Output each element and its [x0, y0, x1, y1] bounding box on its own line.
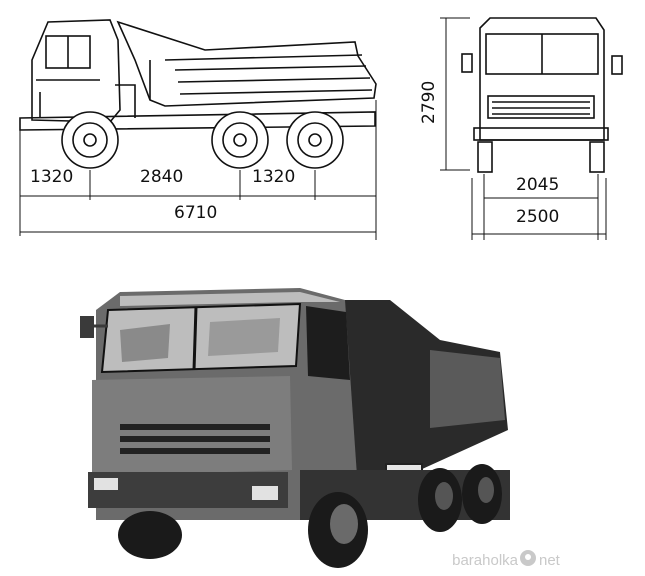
left-mirror — [461, 53, 473, 73]
watermark-text-left: baraholka — [452, 552, 519, 569]
overall-length-label: 6710 — [174, 203, 217, 223]
side-dimension-labels: 1320 2840 1320 6710 — [30, 167, 295, 223]
front-grille — [487, 95, 595, 119]
side-rear-wheel-1 — [211, 111, 269, 169]
photo-dump-body — [330, 300, 508, 470]
front-right-wheel — [589, 141, 605, 173]
side-rear-wheel-2 — [286, 111, 344, 169]
photo-rear-wheel-2 — [462, 464, 502, 524]
front-dimension-lines — [440, 17, 607, 240]
side-view-truck — [19, 19, 377, 240]
side-dimension-lines — [19, 100, 377, 240]
front-left-wheel — [477, 141, 493, 173]
photo-right-headlight — [252, 486, 278, 500]
overall-width-label: 2500 — [516, 207, 559, 227]
photo-mirror — [80, 316, 94, 338]
location-pin-icon — [520, 550, 536, 566]
photo-side-window — [306, 306, 350, 380]
wheelbase-label: 2840 — [140, 167, 183, 187]
track-width-label: 2045 — [516, 175, 559, 195]
side-dump-body — [116, 20, 377, 107]
watermark: baraholka net — [452, 550, 561, 569]
right-mirror — [611, 55, 623, 75]
photo-rear-wheel-1 — [418, 468, 462, 532]
side-cab — [31, 19, 121, 123]
truck-photo — [80, 288, 510, 568]
photo-left-headlight — [94, 478, 118, 490]
front-dimension-labels: 2790 2045 2500 — [419, 81, 559, 227]
photo-grille — [120, 424, 270, 454]
front-view-truck — [440, 17, 623, 240]
watermark-text-right: net — [539, 552, 561, 569]
height-label: 2790 — [419, 81, 439, 124]
rear-axle-spacing-label: 1320 — [252, 167, 295, 187]
photo-side-front-wheel — [308, 492, 368, 568]
photo-front-wheel — [118, 511, 182, 559]
front-overhang-label: 1320 — [30, 167, 73, 187]
front-bumper — [473, 127, 609, 141]
side-front-wheel — [61, 111, 119, 169]
